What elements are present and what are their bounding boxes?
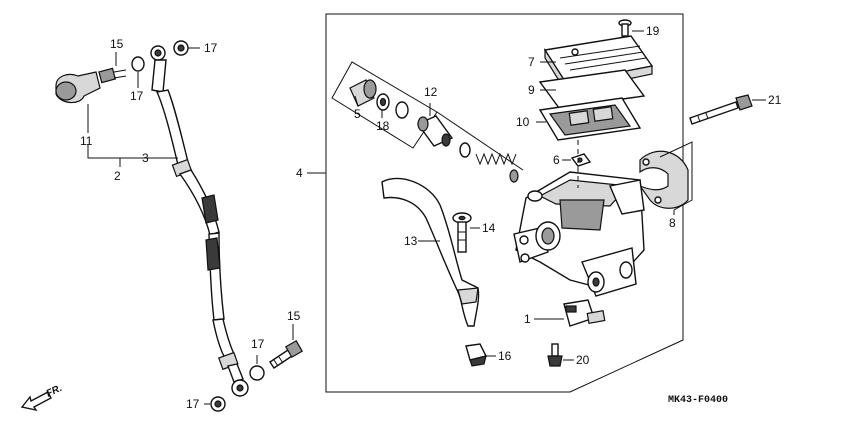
brake-hose: [150, 45, 249, 397]
callout-17b: 17: [204, 41, 218, 55]
callout-3: 3: [142, 151, 149, 165]
assembly-outline: [325, 13, 684, 393]
snap-ring: [395, 101, 409, 119]
piston: [416, 115, 471, 158]
callout-13: 13: [404, 234, 418, 248]
pivot-nut: [465, 343, 488, 367]
banjo-bolt-lower: [269, 339, 304, 369]
callout-15a: 15: [110, 37, 124, 51]
brake-light-switch: [563, 299, 606, 327]
sealing-washer-c: [249, 365, 265, 381]
callout-9: 9: [528, 83, 535, 97]
holder: [570, 153, 592, 167]
diagram-code: MK43-F0400: [668, 395, 728, 406]
brake-lever: [381, 177, 480, 327]
callout-21: 21: [768, 93, 782, 107]
diaphragm: [538, 97, 642, 141]
callout-20: 20: [576, 353, 590, 367]
callout-16: 16: [498, 349, 512, 363]
dust-cover: [55, 71, 101, 104]
piston-boot: [349, 79, 390, 111]
callout-6: 6: [553, 153, 560, 167]
callout-19: 19: [646, 24, 660, 38]
front-direction-label: FR.: [45, 383, 64, 400]
callout-15b: 15: [287, 309, 301, 323]
switch-screw: [547, 343, 563, 367]
front-direction-arrow: [20, 391, 52, 412]
callout-17c: 17: [251, 337, 265, 351]
pivot-bolt: [452, 212, 472, 253]
callout-4: 4: [296, 166, 303, 180]
piston-spring: [475, 152, 519, 183]
callout-10: 10: [516, 115, 530, 129]
callout-17d: 17: [186, 397, 200, 411]
sealing-washer-a: [131, 56, 145, 72]
callout-7: 7: [528, 55, 535, 69]
cap-screw: [618, 19, 632, 37]
callout-1: 1: [524, 312, 531, 326]
piston-kit-outline: [331, 61, 438, 149]
callout-2: 2: [114, 169, 121, 183]
holder-clamp: [638, 150, 689, 209]
callout-11: 11: [80, 134, 93, 148]
callout-17a: 17: [130, 89, 144, 103]
callout-5: 5: [354, 107, 361, 121]
piston-kit-leader: [436, 111, 524, 171]
callout-18: 18: [376, 119, 390, 133]
banjo-bolt-upper: [98, 67, 127, 84]
master-cylinder-body: [513, 171, 645, 297]
callout-8: 8: [669, 216, 676, 230]
callout-14: 14: [482, 221, 496, 235]
callout-12: 12: [424, 85, 438, 99]
clamp-bolt: [689, 94, 753, 125]
